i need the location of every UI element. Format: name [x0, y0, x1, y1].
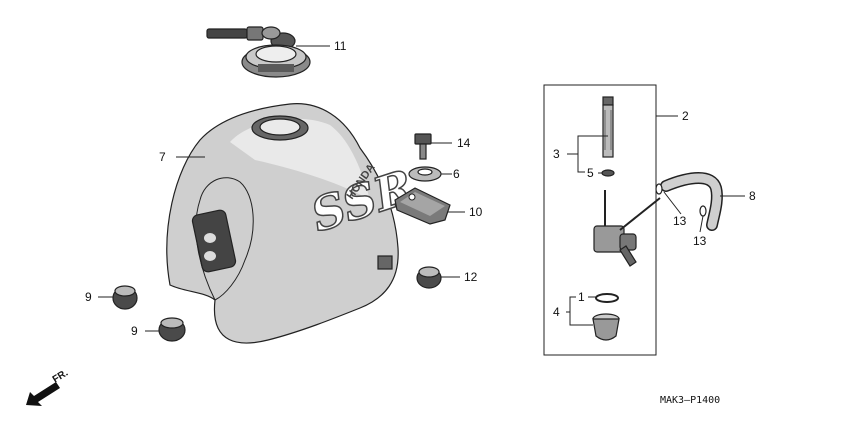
- fuel-strainer-3: [602, 96, 614, 158]
- callout-9b: 9: [131, 324, 138, 338]
- diagram-code: MAK3—P1400: [660, 395, 720, 406]
- callout-10: 10: [469, 205, 483, 219]
- callout-1: 1: [578, 290, 585, 304]
- callout-7: 7: [159, 150, 166, 164]
- cushion-9b: [158, 317, 186, 342]
- callout-13b: 13: [693, 234, 707, 248]
- fuel-cock: [593, 190, 661, 267]
- o-ring-5: [601, 169, 615, 177]
- leader-lines: [98, 45, 745, 332]
- grommet-6: [408, 166, 442, 182]
- cushion-12: [416, 266, 442, 289]
- callout-11: 11: [334, 39, 347, 53]
- o-ring-1: [595, 293, 619, 303]
- callout-8: 8: [749, 189, 756, 203]
- direction-label: FR.: [51, 368, 71, 386]
- arrow-down-left-icon: [26, 382, 60, 406]
- fuel-cock-box: [543, 84, 657, 356]
- callout-6: 6: [453, 167, 460, 181]
- mounting-rubber-10: [394, 187, 451, 225]
- bolt-14: [414, 133, 432, 160]
- cushion-9a: [112, 285, 138, 310]
- callout-12: 12: [464, 270, 478, 284]
- callout-14: 14: [457, 136, 471, 150]
- callout-5: 5: [587, 166, 594, 180]
- callout-13a: 13: [673, 214, 687, 228]
- callout-4: 4: [553, 305, 560, 319]
- front-direction-indicator: FR.: [26, 368, 70, 406]
- clip-13: [655, 183, 707, 217]
- callout-2: 2: [682, 109, 689, 123]
- fuel-tank: SSR HONDA: [166, 103, 421, 344]
- callout-3: 3: [553, 147, 560, 161]
- fuel-cap-assembly: [206, 26, 311, 78]
- fuel-tube-8: [660, 172, 723, 231]
- fuel-cup-4: [592, 313, 620, 341]
- callout-9a: 9: [85, 290, 92, 304]
- callout-labels: 11 7 14 6 10 12 9 9 2 3 5 8 13 13 1 4: [85, 39, 756, 338]
